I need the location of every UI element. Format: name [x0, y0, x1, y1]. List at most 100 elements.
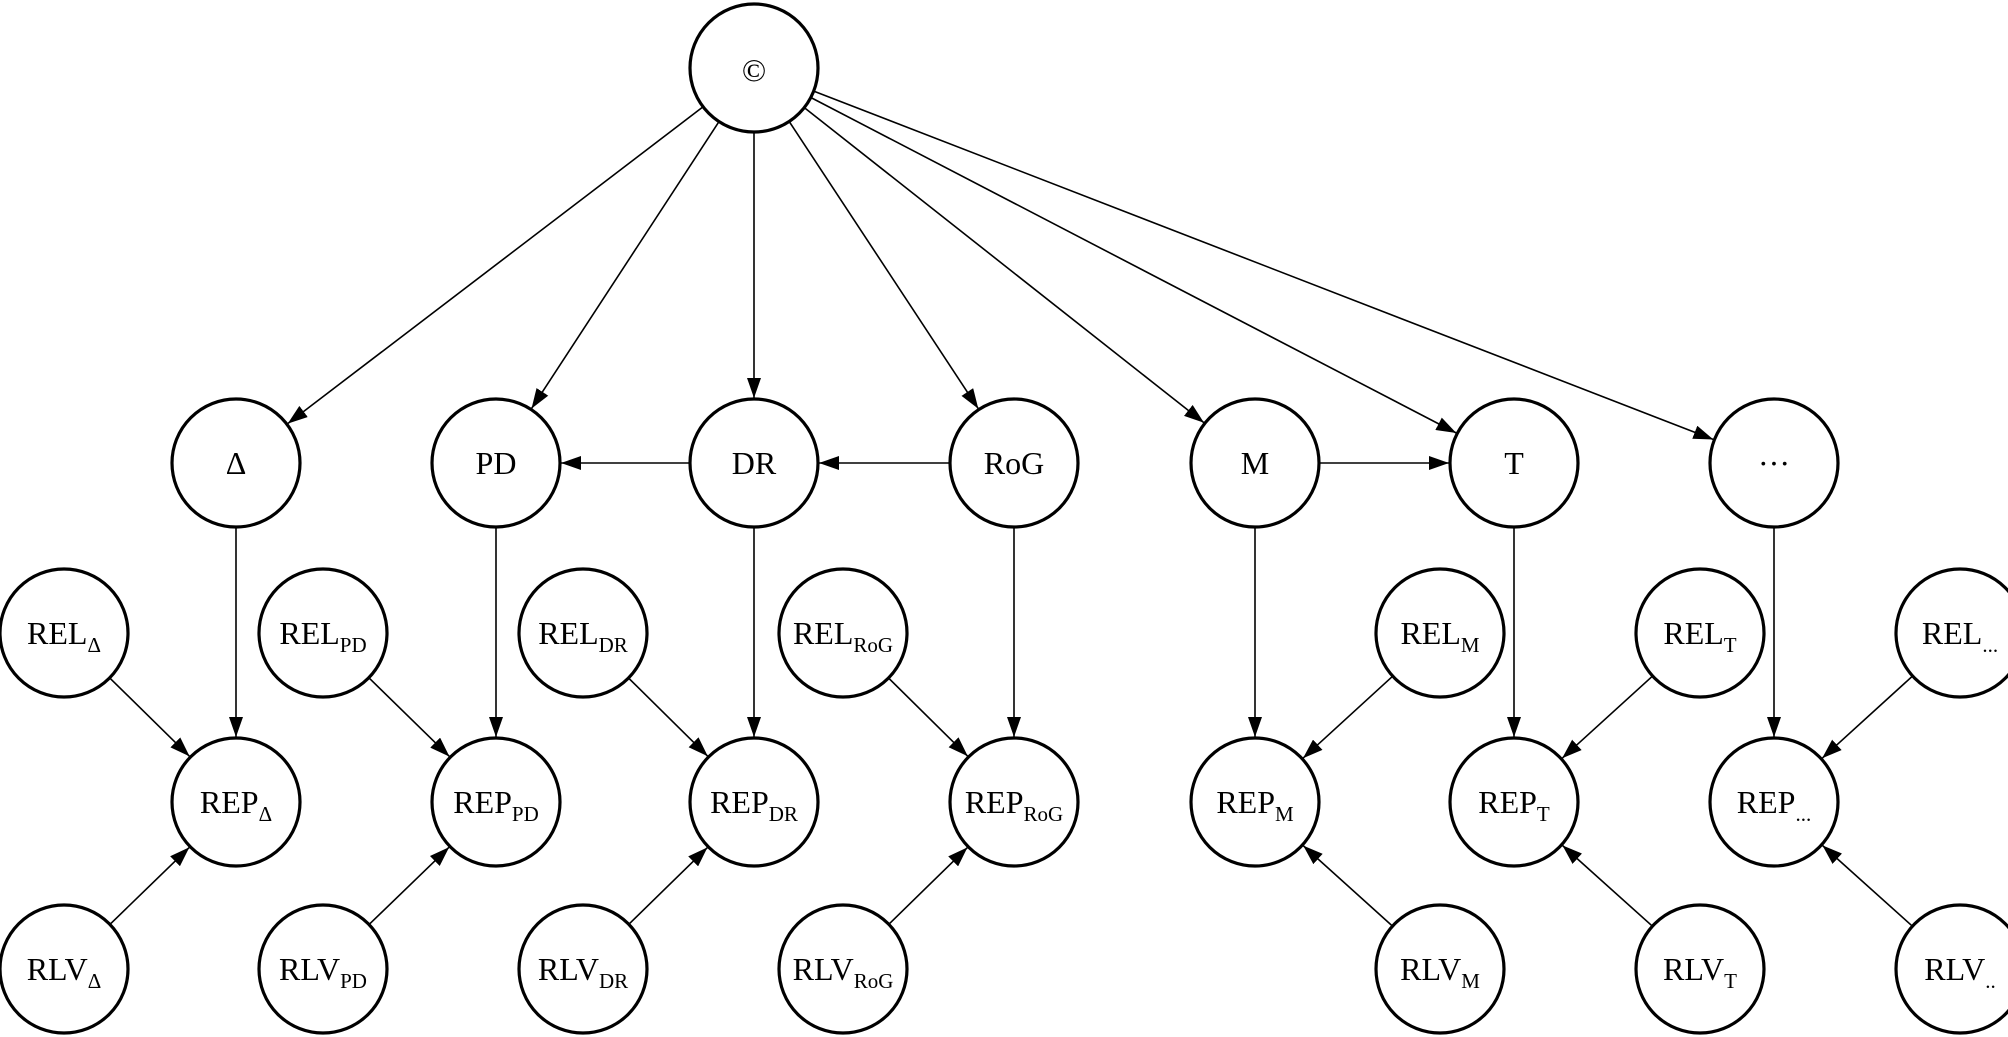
node-label-main: REL [1663, 615, 1723, 651]
node-label: REL... [1922, 615, 1998, 657]
node-label: M [1241, 445, 1269, 481]
node-label-main: RLV [538, 951, 599, 987]
edge-rlv-m-to-rep-m [1302, 845, 1394, 927]
node-label: RLVRoG [793, 951, 894, 993]
node-label-subscript: M [1275, 802, 1294, 826]
edge-copyright-to-rog [788, 121, 979, 410]
node-rel-m: RELM [1374, 567, 1506, 699]
node-label: ··· [1758, 445, 1790, 481]
edge-rel-m-to-rep-m [1302, 675, 1394, 759]
node-label-main: Δ [226, 445, 247, 481]
node-circle [1708, 397, 1840, 529]
node-circle [1374, 567, 1506, 699]
node-label-main: RLV [1400, 951, 1461, 987]
node-label-main: REP [965, 784, 1024, 820]
node-label: REPDR [710, 784, 798, 826]
node-label: REPM [1216, 784, 1294, 826]
node-label-main: REL [793, 615, 853, 651]
node-rlv-t: RLVT [1634, 903, 1766, 1035]
node-label: RELRoG [793, 615, 893, 657]
node-circle [948, 736, 1080, 868]
node-circle [257, 567, 389, 699]
edge-rlv-delta-to-rep-delta [109, 846, 190, 925]
node-circle [1189, 736, 1321, 868]
node-label: © [742, 52, 766, 88]
edge-copyright-to-t [810, 96, 1457, 434]
node-circle [170, 736, 302, 868]
edge-rel-delta-to-rep-delta [109, 677, 191, 757]
node-label-subscript: T [1537, 802, 1550, 826]
node-label: RLVDR [538, 951, 628, 993]
node-copyright: © [688, 2, 820, 134]
node-rep-pd: REPPD [430, 736, 562, 868]
node-circle [517, 903, 649, 1035]
node-rlv-etc: RLV.. [1894, 903, 2008, 1035]
node-circle [517, 567, 649, 699]
edge-rlv-dr-to-rep-dr [628, 846, 709, 925]
node-label: Δ [226, 445, 247, 481]
node-label: REP... [1737, 784, 1811, 826]
edge-rel-t-to-rep-t [1561, 675, 1654, 759]
node-label: RLVM [1400, 951, 1480, 993]
node-circle [1189, 397, 1321, 529]
node-label-subscript: PD [340, 633, 367, 657]
node-circle [1448, 736, 1580, 868]
node-label: RELPD [279, 615, 366, 657]
node-label-main: REL [1400, 615, 1460, 651]
edges-layer [109, 90, 1914, 927]
node-label-main: RoG [984, 445, 1044, 481]
node-label-subscript: DR [599, 969, 628, 993]
node-label-main: ··· [1758, 445, 1790, 481]
node-rel-delta: RELΔ [0, 567, 130, 699]
node-circle [1374, 903, 1506, 1035]
node-rel-t: RELT [1634, 567, 1766, 699]
node-label: REPPD [453, 784, 539, 826]
node-label-main: RLV [1663, 951, 1724, 987]
node-rlv-dr: RLVDR [517, 903, 649, 1035]
node-label-subscript: RoG [853, 633, 893, 657]
node-rep-dr: REPDR [688, 736, 820, 868]
node-label-subscript: Δ [88, 969, 102, 993]
node-label-main: REP [1478, 784, 1537, 820]
node-label-main: REP [710, 784, 769, 820]
node-rog: RoG [948, 397, 1080, 529]
node-label-main: M [1241, 445, 1269, 481]
node-circle [948, 397, 1080, 529]
node-rel-etc: REL... [1894, 567, 2008, 699]
node-label-subscript: ... [1982, 633, 1998, 657]
node-circle [257, 903, 389, 1035]
node-label-subscript: Δ [259, 802, 273, 826]
node-label: REPRoG [965, 784, 1063, 826]
node-label: RELDR [538, 615, 628, 657]
node-circle [777, 903, 909, 1035]
node-label-subscript: T [1724, 969, 1737, 993]
node-label-subscript: T [1724, 633, 1737, 657]
node-label-subscript: ... [1795, 802, 1811, 826]
edge-rlv-etc-to-rep-etc [1821, 844, 1913, 927]
node-label: REPT [1478, 784, 1550, 826]
node-label: RELT [1663, 615, 1736, 657]
node-label: RoG [984, 445, 1044, 481]
node-label: RLV.. [1924, 951, 1996, 993]
node-rel-pd: RELPD [257, 567, 389, 699]
node-circle [1448, 397, 1580, 529]
node-label-main: DR [732, 445, 777, 481]
node-circle [1708, 736, 1840, 868]
node-label-main: REL [1922, 615, 1982, 651]
node-label: REPΔ [200, 784, 272, 826]
node-label-subscript: .. [1985, 969, 1996, 993]
node-rel-rog: RELRoG [777, 567, 909, 699]
node-label-main: RLV [1924, 951, 1985, 987]
node-label-main: RLV [279, 951, 340, 987]
node-label: RELΔ [27, 615, 101, 657]
node-label: RLVPD [279, 951, 367, 993]
node-label-main: REP [200, 784, 259, 820]
node-label-subscript: RoG [854, 969, 894, 993]
edge-rlv-rog-to-rep-rog [888, 846, 969, 925]
edge-rel-pd-to-rep-pd [368, 677, 451, 758]
edge-rel-etc-to-rep-etc [1821, 675, 1914, 759]
node-label-main: RLV [27, 951, 88, 987]
edge-copyright-to-etc [813, 90, 1714, 441]
node-rlv-delta: RLVΔ [0, 903, 130, 1035]
